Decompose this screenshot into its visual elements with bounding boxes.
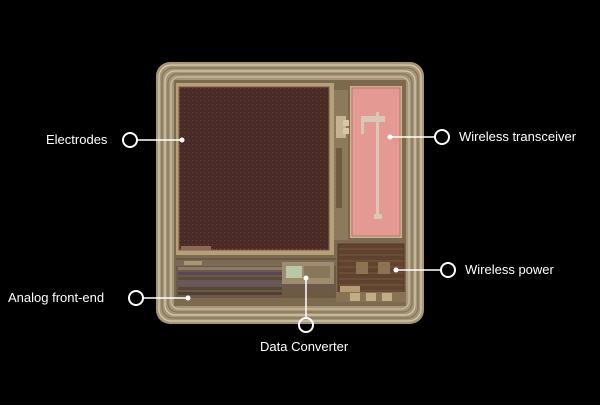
analog-front-end-callout-dot	[185, 295, 191, 301]
electrodes-callout	[122, 132, 185, 148]
transceiver-block	[350, 86, 402, 238]
wireless-power-callout-circle	[440, 262, 456, 278]
data-converter-callout-dot	[303, 275, 309, 281]
electrode-array	[176, 83, 334, 255]
wireless-transceiver-callout-dot	[387, 134, 393, 140]
interconnect-column	[334, 90, 349, 240]
analog-front-end-callout-circle	[128, 290, 144, 306]
analog-front-end-callout	[128, 290, 191, 306]
data-converter-callout	[298, 275, 314, 333]
electrodes-callout-circle	[122, 132, 138, 148]
wireless-power-label: Wireless power	[465, 262, 554, 277]
wireless-power-block	[337, 243, 405, 293]
electrodes-label: Electrodes	[46, 132, 108, 147]
data-converter-label: Data Converter	[260, 339, 349, 354]
wireless-transceiver-label: Wireless transceiver	[459, 129, 577, 144]
data-converter-block	[282, 262, 334, 298]
pad-row	[336, 292, 406, 302]
analog-front-end-label: Analog front-end	[8, 290, 105, 305]
wireless-transceiver-callout	[387, 129, 450, 145]
electrodes-callout-dot	[179, 137, 185, 143]
wireless-power-callout	[393, 262, 456, 278]
wireless-power-callout-dot	[393, 267, 399, 273]
wireless-transceiver-callout-circle	[434, 129, 450, 145]
